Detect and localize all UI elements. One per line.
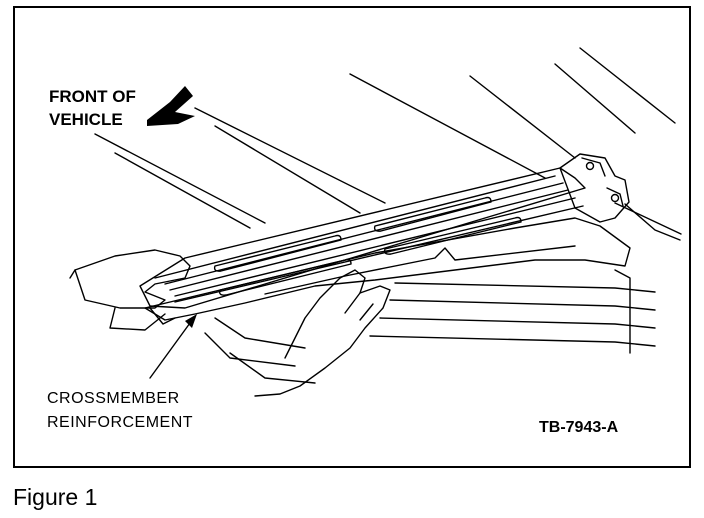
- crossmember-leader-line: [149, 322, 191, 379]
- plate-slot: [373, 196, 492, 232]
- panel-line: [579, 47, 676, 124]
- bolt: [610, 193, 620, 203]
- panel-line: [214, 125, 361, 214]
- plate-slot: [383, 216, 522, 255]
- panel-line: [94, 133, 266, 224]
- plate-slot: [213, 234, 342, 272]
- figure-frame: FRONT OF VEHICLE CROSSMEMBER REINFORCEME…: [13, 6, 691, 468]
- panel-line: [614, 202, 682, 235]
- floor-rib: [379, 317, 656, 329]
- panel-line: [469, 75, 576, 159]
- front-of-vehicle-label: VEHICLE: [49, 110, 123, 129]
- crossmember-label: REINFORCEMENT: [47, 414, 194, 431]
- bolt: [585, 161, 595, 171]
- plate-flange: [144, 217, 631, 321]
- floor-rib: [389, 299, 656, 311]
- crossmember-reinforcement: [139, 167, 586, 309]
- crossmember-label: CROSSMEMBER: [47, 390, 180, 407]
- floor-rib: [394, 282, 656, 293]
- front-of-vehicle-label: FRONT OF: [49, 87, 136, 106]
- panel-line: [554, 63, 636, 134]
- panel-line: [194, 107, 386, 204]
- figure-caption: Figure 1: [13, 484, 98, 510]
- front-arrow-icon: [147, 86, 195, 126]
- leader-arrowhead: [185, 314, 197, 328]
- floor-rib: [369, 335, 656, 347]
- reference-code: TB-7943-A: [539, 419, 619, 436]
- rail-bracket: [559, 153, 630, 223]
- panel-line: [114, 152, 251, 229]
- installation-illustration: [69, 47, 682, 397]
- right-hand: [254, 269, 391, 397]
- left-hand: [74, 249, 191, 309]
- panel-line: [349, 73, 546, 179]
